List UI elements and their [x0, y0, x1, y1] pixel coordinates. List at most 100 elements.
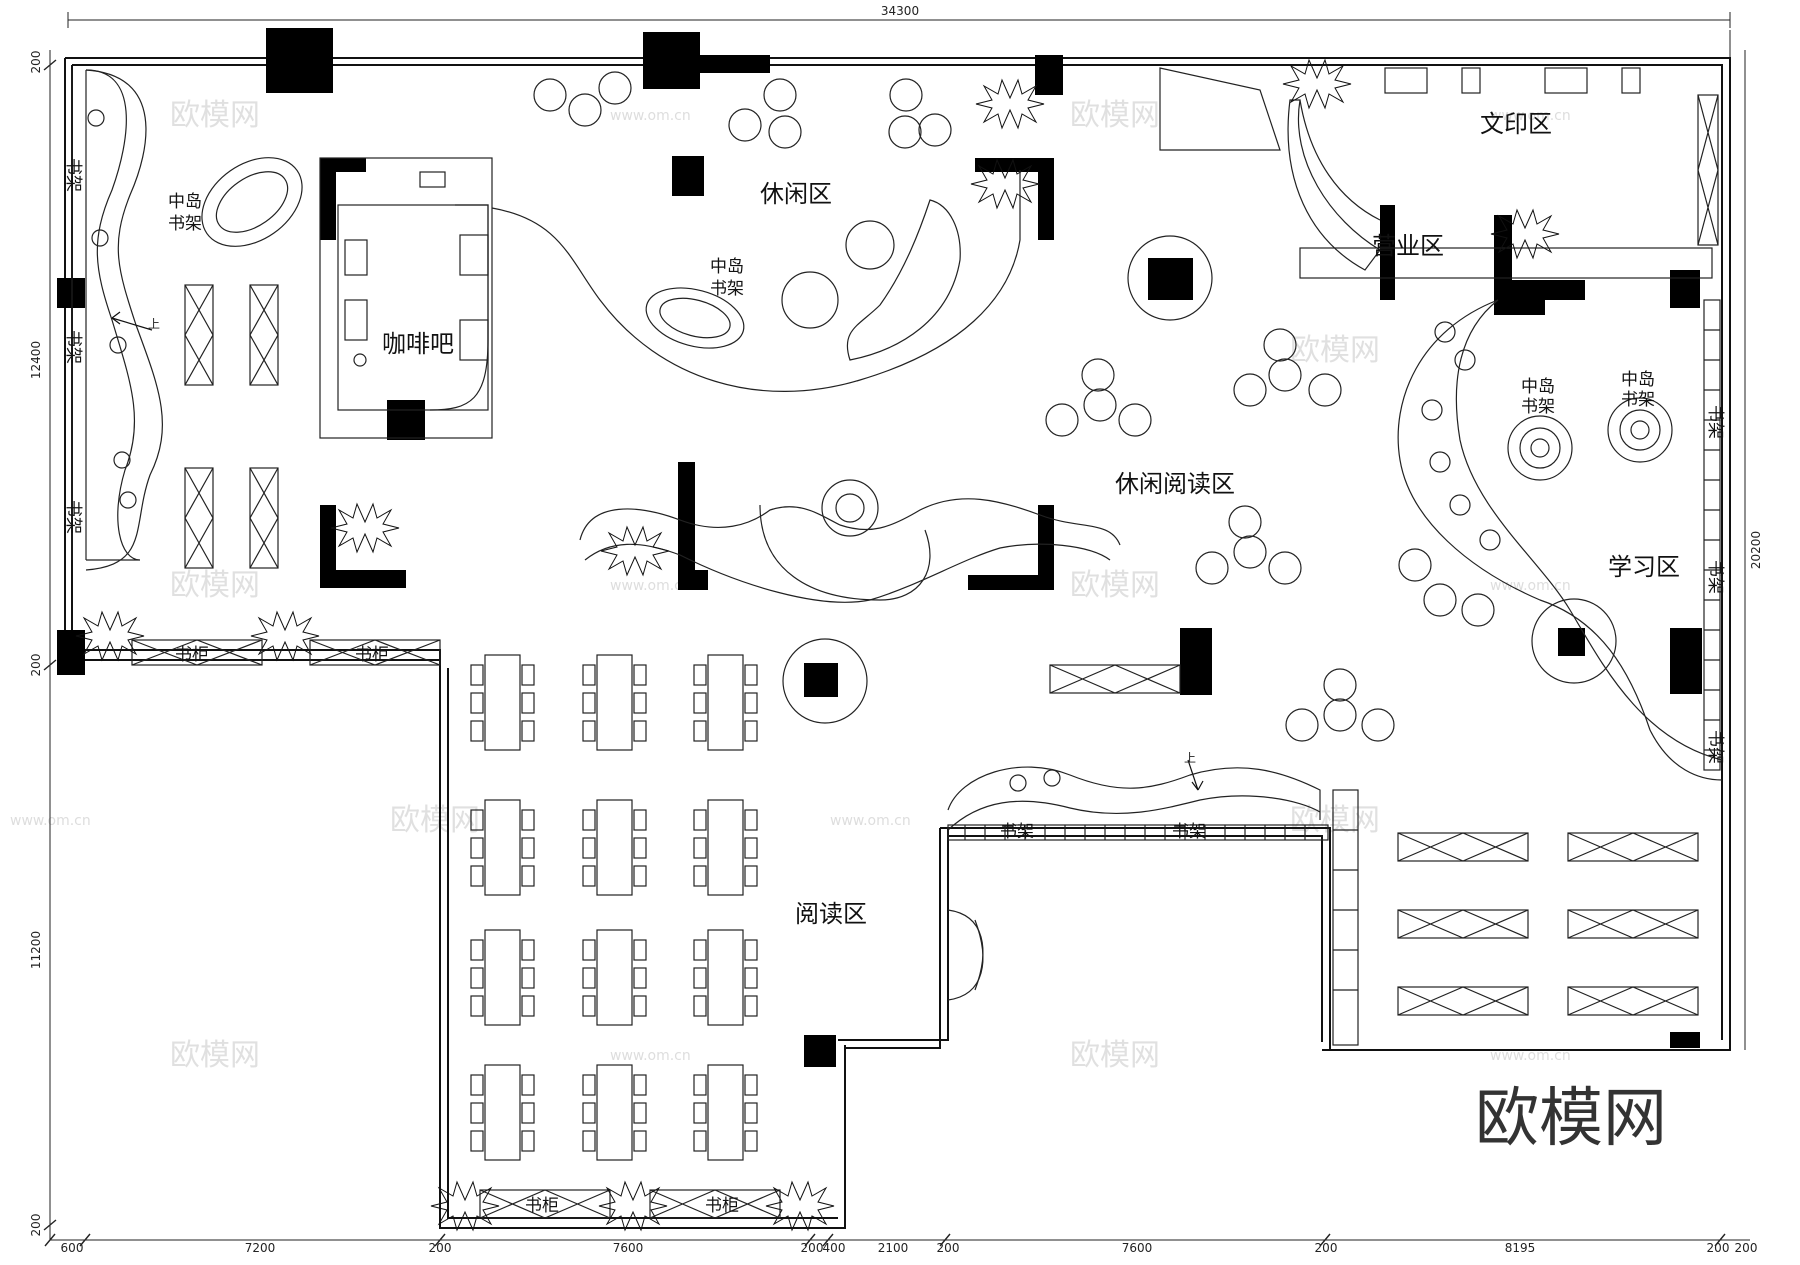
- plant-icon: [598, 1180, 668, 1232]
- watermark-url: www.om.cn: [1490, 578, 1571, 594]
- watermark: 欧模网: [170, 1038, 260, 1073]
- island-label: 中岛: [168, 192, 202, 212]
- dim-bottom: 200: [1707, 1241, 1730, 1255]
- island-label: 书架: [1621, 390, 1655, 410]
- watermark-layer: 欧模网 欧模网 欧模网 欧模网 欧模网 欧模网 欧模网 欧模网 欧模网 www.…: [10, 98, 1571, 1073]
- watermark: 欧模网: [1290, 803, 1380, 838]
- column: [57, 278, 85, 308]
- column: [1670, 628, 1702, 694]
- column: [387, 400, 425, 440]
- bookshelf-label: 书架: [1172, 822, 1206, 842]
- column: [1558, 628, 1585, 656]
- entrance-door: [947, 909, 984, 1001]
- cabinet-label: 书柜: [705, 1196, 739, 1216]
- plant-icon: [765, 1180, 835, 1232]
- island-bookshelf: [201, 157, 303, 247]
- dim-bottom: 600: [61, 1241, 84, 1255]
- partitions: [320, 158, 1585, 590]
- lounge-chairs: [533, 71, 1495, 742]
- table-set: [693, 654, 758, 751]
- table-set: [582, 1064, 647, 1161]
- plants: [75, 58, 1560, 1232]
- watermark-url: www.om.cn: [610, 1048, 691, 1064]
- watermark-url: www.om.cn: [610, 108, 691, 124]
- watermark: 欧模网: [1290, 333, 1380, 368]
- column: [1148, 258, 1193, 300]
- reading-tables: [470, 654, 758, 1161]
- table-set: [693, 929, 758, 1026]
- dim-top: 34300: [881, 4, 919, 18]
- column: [1180, 628, 1212, 695]
- table-set: [693, 1064, 758, 1161]
- watermark-url: www.om.cn: [610, 578, 691, 594]
- cabinet-label: 书柜: [355, 645, 389, 665]
- dim-bottom: 7600: [1122, 1241, 1153, 1255]
- column: [700, 55, 770, 73]
- bookshelf-label: 书架: [63, 500, 83, 534]
- column: [804, 1035, 836, 1067]
- dim-left: 200: [29, 51, 43, 74]
- right-wall-bookshelves: [1703, 299, 1721, 771]
- watermark: 欧模网: [390, 803, 480, 838]
- dim-left: 200: [29, 1214, 43, 1237]
- column: [643, 32, 700, 89]
- dim-left: 12400: [29, 341, 43, 379]
- zone-study: 学习区: [1608, 553, 1680, 581]
- dim-right: 20200: [1749, 531, 1763, 569]
- zone-reading: 阅读区: [795, 900, 867, 928]
- plant-icon: [250, 610, 320, 662]
- plant-icon: [75, 610, 145, 662]
- print-counter: [1159, 67, 1719, 279]
- watermark: 欧模网: [170, 568, 260, 603]
- plant-icon: [1282, 58, 1352, 110]
- plant-icon: [1490, 208, 1560, 260]
- zone-leisure-reading: 休闲阅读区: [1115, 470, 1235, 498]
- column: [1670, 270, 1700, 308]
- stair-arrows: [111, 311, 1204, 791]
- plant-icon: [330, 502, 400, 554]
- island-label: 中岛: [1521, 377, 1555, 397]
- bookshelf-label: 书架: [1705, 405, 1725, 439]
- table-set: [470, 929, 535, 1026]
- watermark-url: www.om.cn: [1490, 1048, 1571, 1064]
- dim-bottom: 200: [801, 1241, 824, 1255]
- dim-bottom: 200: [429, 1241, 452, 1255]
- table-set: [470, 1064, 535, 1161]
- watermark-url: www.om.cn: [1490, 108, 1571, 124]
- bookcase-middle: [1049, 664, 1181, 694]
- structural-columns: [57, 28, 1702, 1067]
- island-label: 书架: [168, 214, 202, 234]
- table-set: [693, 799, 758, 896]
- planter-columns: [782, 235, 1617, 724]
- island-label: 书架: [1521, 397, 1555, 417]
- dim-bottom: 400: [823, 1241, 846, 1255]
- plant-icon: [600, 525, 670, 577]
- table-set: [582, 929, 647, 1026]
- bookshelf-label: 书架: [1000, 822, 1034, 842]
- zone-print: 文印区: [1480, 110, 1552, 138]
- column: [672, 156, 704, 196]
- cabinet-label: 书柜: [175, 645, 209, 665]
- table-set: [582, 654, 647, 751]
- watermark-url: www.om.cn: [830, 813, 911, 829]
- watermark: 欧模网: [1070, 1038, 1160, 1073]
- dim-bottom: 2100: [878, 1241, 909, 1255]
- dim-left: 200: [29, 654, 43, 677]
- watermark: 欧模网: [1070, 568, 1160, 603]
- plant-icon: [975, 78, 1045, 130]
- island-label: 书架: [710, 279, 744, 299]
- plant-icon: [430, 1180, 500, 1232]
- dim-bottom: 7200: [245, 1241, 276, 1255]
- dim-left: 11200: [29, 931, 43, 969]
- watermark-logo: 欧模网: [1475, 1082, 1667, 1156]
- dim-bottom: 200: [1315, 1241, 1338, 1255]
- reading-side-seats: [1332, 789, 1359, 1046]
- zone-coffee-bar: 咖啡吧: [382, 330, 454, 358]
- leisure-zone-boundary: [491, 170, 1021, 392]
- study-zone-island: [1397, 299, 1723, 781]
- reading-wave-bookshelf: [947, 766, 1329, 841]
- table-set: [582, 799, 647, 896]
- coffee-bar: [319, 157, 493, 439]
- zone-business: 营业区: [1372, 232, 1444, 260]
